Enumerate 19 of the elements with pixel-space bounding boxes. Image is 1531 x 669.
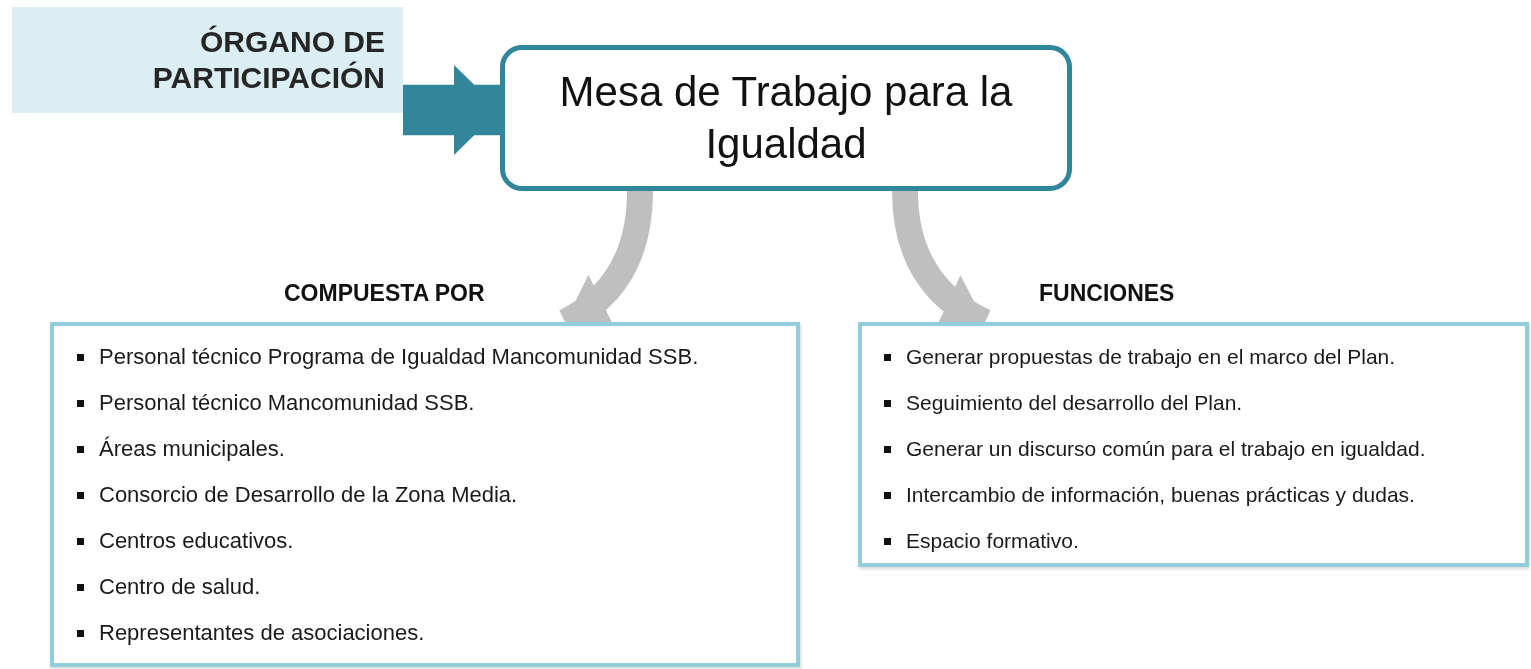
bullet-item: Personal técnico Mancomunidad SSB. [54,380,796,426]
section-heading: FUNCIONES [1039,280,1175,307]
bullet-item: Centros educativos. [54,518,796,564]
bullet-item: Áreas municipales. [54,426,796,472]
bullet-item: Generar propuestas de trabajo en el marco del Plan. [862,334,1525,380]
bullet-item: Representantes de asociaciones. [54,610,796,656]
bullet-item: Generar un discurso común para el trabajo en igualdad. [862,426,1525,472]
bullet-item: Espacio formativo. [862,518,1525,564]
title-text: Mesa de Trabajo para la Igualdad [558,67,1014,169]
bullet-item: Personal técnico Programa de Igualdad Mancomunidad SSB. [54,334,796,380]
section-heading: COMPUESTA POR [284,280,485,307]
bullet-item: Consorcio de Desarrollo de la Zona Media. [54,472,796,518]
arrow [403,65,500,155]
band-label: ÓRGANO DE PARTICIPACIÓN [151,24,385,96]
bullet-item: Seguimiento del desarrollo del Plan. [862,380,1525,426]
bullet-item: Centro de salud. [54,564,796,610]
title-box [500,45,1072,191]
bullet-item: Intercambio de información, buenas prácticas y dudas. [862,472,1525,518]
label-band [12,7,403,113]
